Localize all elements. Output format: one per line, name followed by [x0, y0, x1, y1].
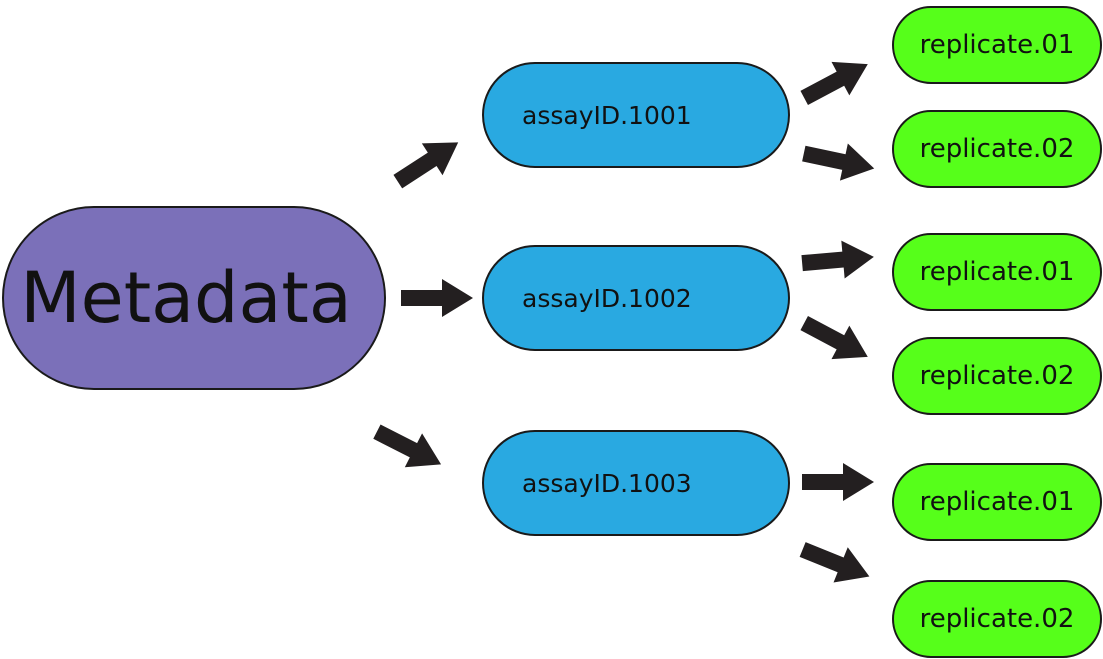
replicate-node-1003-02: replicate.02	[892, 580, 1102, 658]
metadata-node: Metadata	[2, 206, 386, 390]
replicate-node-1001-01: replicate.01	[892, 6, 1102, 84]
replicate-node-1001-02: replicate.02	[892, 110, 1102, 188]
replicate-label: replicate.02	[919, 604, 1075, 634]
replicate-label: replicate.01	[919, 487, 1075, 517]
replicate-label: replicate.01	[919, 30, 1075, 60]
assay-label: assayID.1003	[522, 468, 692, 498]
assay-label: assayID.1002	[522, 283, 692, 313]
assay-node-1001: assayID.1001	[482, 62, 790, 168]
replicate-label: replicate.02	[919, 134, 1075, 164]
replicate-node-1003-01: replicate.01	[892, 463, 1102, 541]
replicate-node-1002-02: replicate.02	[892, 337, 1102, 415]
assay-label: assayID.1001	[522, 100, 692, 130]
replicate-node-1002-01: replicate.01	[892, 233, 1102, 311]
assay-node-1002: assayID.1002	[482, 245, 790, 351]
replicate-label: replicate.02	[919, 361, 1075, 391]
assay-node-1003: assayID.1003	[482, 430, 790, 536]
replicate-label: replicate.01	[919, 257, 1075, 287]
metadata-label: Metadata	[20, 257, 352, 339]
